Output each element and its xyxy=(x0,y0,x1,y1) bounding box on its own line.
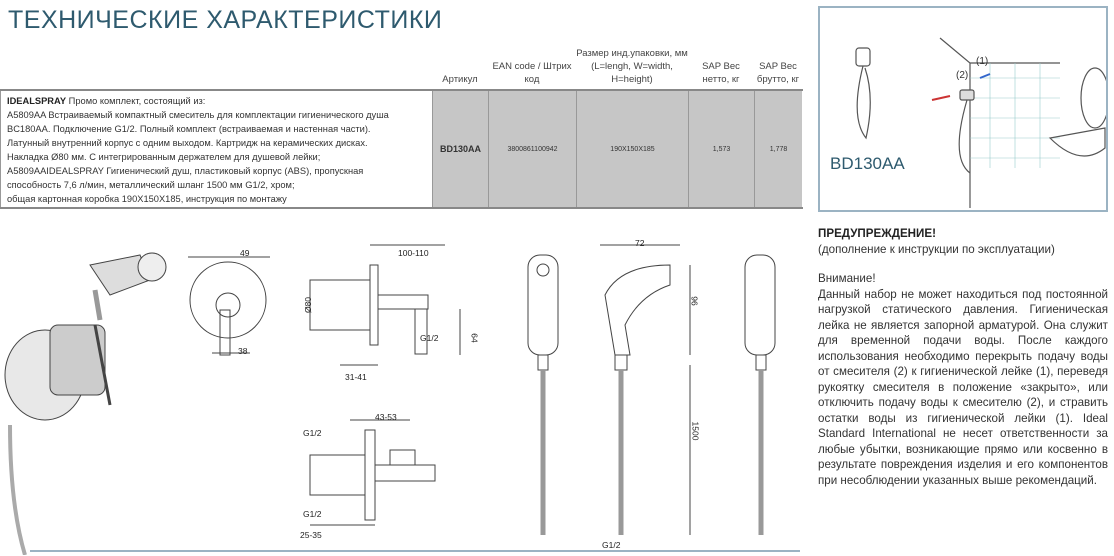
table-row: IDEALSPRAY Промо комплект, состоящий из:… xyxy=(0,89,803,209)
dim-64: 64 xyxy=(469,333,480,343)
dim-31-41: 31-41 xyxy=(345,372,367,382)
bathroom-illustration xyxy=(855,37,1110,208)
warning-title: ПРЕДУПРЕЖДЕНИЕ! xyxy=(818,227,936,240)
header-net: SAP Вес нетто, кг xyxy=(702,61,740,85)
divider xyxy=(30,550,800,552)
desc-line: A5809AAIDEALSPRAY Гигиенический душ, пла… xyxy=(7,166,364,176)
ean-cell: 3800861100942 xyxy=(488,91,576,207)
net-weight-cell: 1,573 xyxy=(688,91,754,207)
technical-drawings xyxy=(4,244,776,555)
header-gross: SAP Вес брутто, кг xyxy=(756,61,800,85)
dim-72: 72 xyxy=(635,238,645,248)
warning-body: Данный набор не может находиться под пос… xyxy=(818,287,1108,487)
dim-49: 49 xyxy=(240,248,250,258)
dim-g1-2: G1/2 xyxy=(602,540,621,550)
desc-line: BC180AA. Подключение G1/2. Полный компле… xyxy=(7,124,371,134)
desc-line: общая картонная коробка 190X150X185, инс… xyxy=(7,194,287,204)
callout-2: (2) xyxy=(956,70,969,81)
desc-line: Накладка Ø80 мм. С интегрированным держа… xyxy=(7,152,321,162)
page-title: ТЕХНИЧЕСКИЕ ХАРАКТЕРИСТИКИ xyxy=(8,6,443,34)
header-article: Артикул xyxy=(442,74,478,85)
dim-43-53: 43-53 xyxy=(375,412,397,422)
product-render xyxy=(4,252,167,555)
desc-line: способность 7,6 л/мин, металлический шла… xyxy=(7,180,295,190)
description-cell: IDEALSPRAY Промо комплект, состоящий из:… xyxy=(0,91,432,207)
gross-weight-cell: 1,778 xyxy=(754,91,802,207)
desc-line: A5809AA Встраиваемый компактный смесител… xyxy=(7,110,389,120)
dim-g1-2: G1/2 xyxy=(303,509,322,519)
installation-illustration: BD130AA (1) (2) xyxy=(818,6,1110,212)
warning-attention: Внимание! xyxy=(818,272,876,285)
dim-g1-2: G1/2 xyxy=(420,333,439,343)
dim-d80: Ø80 xyxy=(303,296,314,314)
dim-100-110: 100-110 xyxy=(398,248,429,258)
dim-25-35: 25-35 xyxy=(300,530,322,540)
dim-g1-2: G1/2 xyxy=(303,428,322,438)
dim-38: 38 xyxy=(238,346,248,356)
brand: IDEALSPRAY xyxy=(7,96,67,106)
warning-subtitle: (дополнение к инструкции по эксплуатации… xyxy=(818,242,1055,256)
header-size: Размер инд.упаковки, мм (L=lengh, W=widt… xyxy=(576,48,688,85)
size-cell: 190X150X185 xyxy=(576,91,688,207)
illustration-label: BD130AA xyxy=(830,154,905,173)
article-cell: BD130AA xyxy=(432,91,488,207)
callout-1: (1) xyxy=(976,56,989,67)
header-ean: EAN code / Штрих код xyxy=(492,61,572,85)
desc-line: Латунный внутренний корпус с одним выход… xyxy=(7,138,368,148)
dim-1500: 1500 xyxy=(690,421,701,441)
warning-section: ПРЕДУПРЕЖДЕНИЕ! (дополнение к инструкции… xyxy=(818,226,1108,488)
dim-96: 96 xyxy=(689,296,700,306)
desc-line: Промо комплект, состоящий из: xyxy=(68,96,206,106)
spec-table: Артикул EAN code / Штрих код Размер инд.… xyxy=(0,40,803,212)
